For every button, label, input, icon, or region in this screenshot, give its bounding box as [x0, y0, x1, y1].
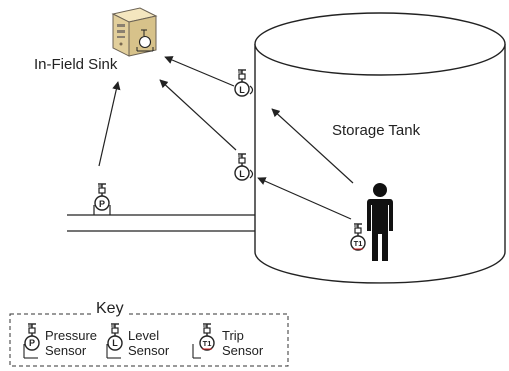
key-pressure-label-line1: Pressure: [45, 328, 98, 343]
key-trip-label-line2: Sensor: [222, 343, 264, 358]
key-trip-letter: T1: [203, 339, 212, 348]
key-level-sensor-icon: L: [106, 323, 123, 359]
trip-sensor-icon: T1: [350, 223, 366, 251]
pressure-sensor-icon: P: [93, 183, 111, 215]
level-sensor-bottom-icon: L: [234, 153, 254, 181]
arrow-tank-to-level: [271, 108, 354, 184]
level-sensor-top-icon: L: [234, 69, 254, 97]
level-sensor-top-letter: L: [239, 85, 245, 95]
pipeline: [67, 214, 255, 232]
trip-sensor-letter: T1: [354, 239, 363, 248]
key-pressure-letter: P: [29, 338, 35, 348]
in-field-sink-label: In-Field Sink: [34, 56, 118, 73]
key-level-label-line1: Level: [128, 328, 160, 343]
level-sensor-bottom-letter: L: [239, 169, 245, 179]
arrow-level-bottom-to-sink: [159, 79, 237, 151]
pressure-sensor-letter: P: [99, 199, 105, 209]
key-trip-label-line1: Trip: [222, 328, 244, 343]
arrow-trip-to-level: [257, 177, 352, 220]
storage-tank: [254, 12, 506, 284]
arrow-level-top-to-sink: [164, 56, 235, 87]
key-pressure-label-line2: Sensor: [45, 343, 87, 358]
data-arrows: [98, 56, 354, 220]
server-sink-icon: [111, 7, 158, 57]
arrow-pressure-to-sink: [98, 81, 121, 167]
storage-tank-label: Storage Tank: [332, 122, 421, 139]
person-icon: [367, 183, 393, 261]
key-legend-box: [9, 313, 289, 367]
key-title: Key: [92, 300, 128, 318]
key-level-label-line2: Sensor: [128, 343, 170, 358]
key-level-letter: L: [112, 338, 118, 348]
key-pressure-sensor-icon: P: [23, 323, 40, 359]
key-trip-sensor-icon: T1: [192, 323, 215, 359]
